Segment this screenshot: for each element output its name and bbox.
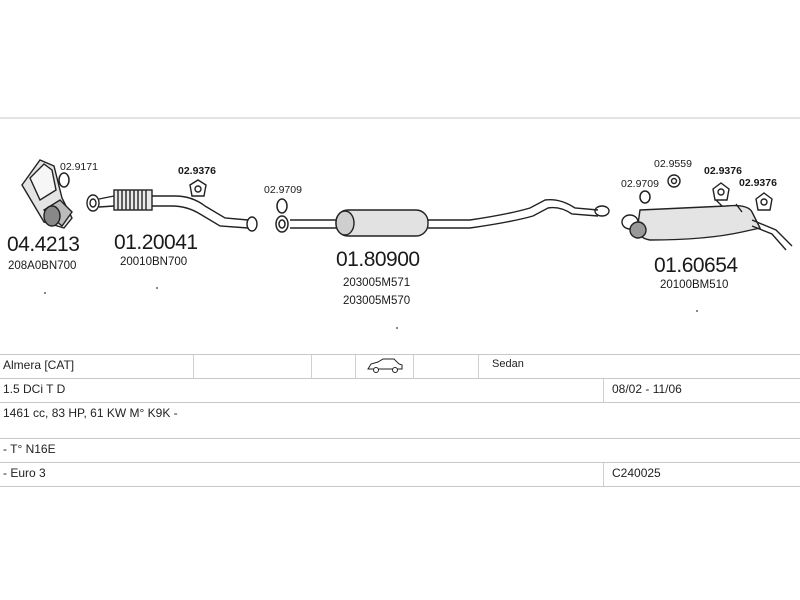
catalogue-code: C240025 [612,466,661,480]
part-number-2: 01.20041 [114,231,198,254]
table-row-emission: - Euro 3 C240025 [0,462,800,487]
engine: 1.5 DCi T D [3,382,66,396]
emission: - Euro 3 [3,466,46,480]
body-type: Sedan [492,358,524,370]
dot-mark [156,287,158,289]
years: 08/02 - 11/06 [612,382,682,396]
fitting-02-9559-icon [667,174,681,188]
front-pipe-part [86,189,258,232]
vehicle-model: Almera [CAT] [3,358,75,372]
fitting-label-5: 02.9709 [621,178,659,190]
part-ref-2: 20010BN700 [120,256,187,268]
fitting-label-7: 02.9376 [739,177,777,189]
dot-mark [396,327,398,329]
table-row-specs: 1461 cc, 83 HP, 61 KW M° K9K - [0,402,800,438]
catalytic-converter-part [21,159,73,229]
dot-mark [44,292,46,294]
part-ref-3: 203005M571 [343,277,410,289]
dot-mark [696,310,698,312]
part-ref-1: 208A0BN700 [8,260,76,272]
fitting-02-9171-icon [58,172,70,188]
car-sedan-icon [365,357,405,378]
fitting-label-4: 02.9559 [654,158,692,170]
specs: 1461 cc, 83 HP, 61 KW M° K9K - [3,406,178,420]
table-row-engine: 1.5 DCi T D 08/02 - 11/06 [0,378,800,402]
fitting-label-1: 02.9171 [60,161,98,173]
fitting-02-9376-rear-a-icon [712,182,730,201]
fitting-02-9376-icon [189,179,207,197]
fitting-label-3: 02.9709 [264,184,302,196]
part-number-3: 01.80900 [336,248,420,271]
part-number-1: 04.4213 [7,233,79,256]
type-code: - T° N16E [3,442,56,456]
fitting-label-2: 02.9376 [178,165,216,177]
part-ref-3b: 203005M570 [343,295,410,307]
part-number-4: 01.60654 [654,254,738,277]
fitting-02-9709-icon [275,198,289,233]
fitting-02-9376-rear-b-icon [755,192,773,211]
fitting-02-9709-rear-icon [639,190,651,204]
table-row-model: Almera [CAT] Sedan [0,354,800,378]
exhaust-system-diagram: 02.9171 02.9376 02.9709 02.9559 02.9709 … [0,117,800,329]
part-ref-4: 20100BM510 [660,279,728,291]
fitting-label-6: 02.9376 [704,165,742,177]
table-row-type: - T° N16E [0,438,800,462]
middle-silencer-part [290,198,610,237]
rear-silencer-part [621,199,793,251]
